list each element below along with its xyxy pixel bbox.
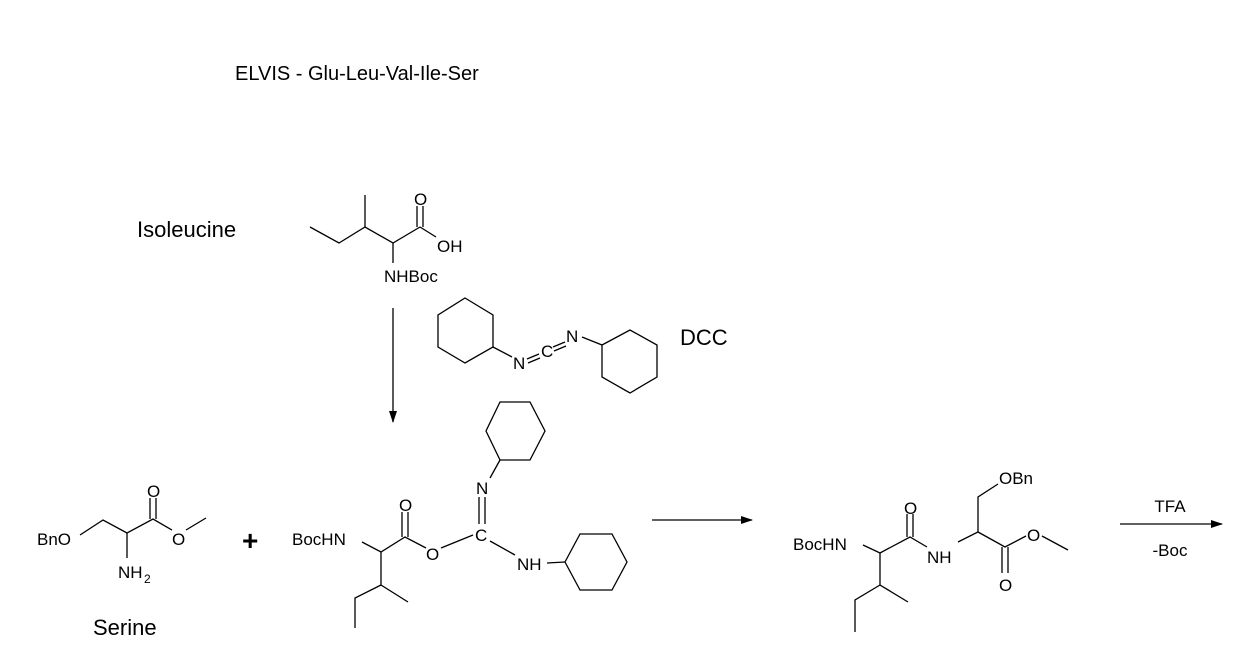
atom-obn: OBn — [999, 469, 1033, 488]
serine-label: Serine — [93, 615, 157, 640]
atom-o: O — [904, 499, 917, 518]
atom-o: O — [399, 496, 412, 515]
dcc-label: DCC — [680, 325, 728, 350]
atom-bno: BnO — [37, 530, 71, 549]
atom-o: O — [426, 545, 439, 564]
reagent-tfa: TFA — [1154, 497, 1186, 516]
atom-n: N — [476, 479, 488, 498]
atom-o: O — [414, 190, 427, 209]
isoleucine-structure: Isoleucine O OH NHBoc — [137, 190, 463, 286]
atom-n: N — [566, 327, 578, 346]
dipeptide-structure: BocHN O NH OBn O O — [793, 469, 1069, 632]
plus-sign: + — [242, 525, 258, 556]
atom-nh: NH — [118, 563, 143, 582]
serine-structure: BnO O O NH 2 Serine — [37, 482, 207, 640]
atom-o: O — [147, 482, 160, 501]
atom-o: O — [999, 576, 1012, 595]
atom-o: O — [1027, 526, 1040, 545]
deprotection-step: TFA -Boc — [1120, 497, 1223, 560]
isoleucine-label: Isoleucine — [137, 217, 236, 242]
atom-bochn: BocHN — [793, 535, 847, 554]
atom-c: C — [541, 342, 553, 361]
scheme-title: ELVIS - Glu-Leu-Val-Ile-Ser — [235, 63, 479, 85]
atom-bochn: BocHN — [292, 530, 346, 549]
dcc-structure: N C N DCC — [437, 297, 728, 394]
atom-n: N — [513, 354, 525, 373]
atom-nh: NH — [927, 548, 952, 567]
condition-minus-boc: -Boc — [1153, 541, 1188, 560]
atom-o: O — [172, 530, 185, 549]
subscript-2: 2 — [144, 572, 151, 586]
atom-nhboc: NHBoc — [384, 267, 438, 286]
atom-oh: OH — [437, 237, 463, 256]
atom-nh: NH — [517, 555, 542, 574]
intermediate-structure: BocHN O O C N NH — [292, 401, 628, 628]
atom-c: C — [475, 526, 487, 545]
